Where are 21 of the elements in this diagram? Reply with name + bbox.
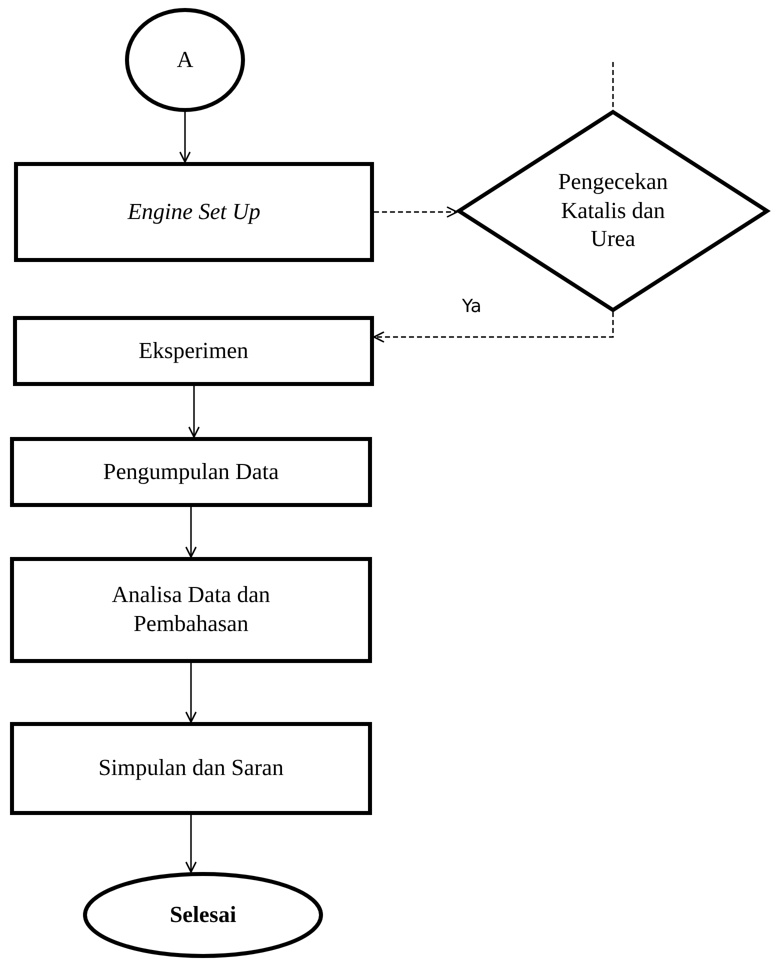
- process-box: [10, 557, 372, 663]
- process-box: [10, 437, 372, 507]
- process-box: [13, 316, 374, 386]
- node-text: Selesai: [170, 900, 236, 929]
- node-text: Pengecekan Katalis dan Urea: [557, 168, 669, 254]
- arrow: [185, 663, 197, 723]
- arrow: [373, 312, 614, 343]
- node-text: A: [176, 46, 194, 74]
- arrow: [374, 206, 458, 218]
- node-text: Simpulan dan Saran: [98, 754, 284, 782]
- node-text: Eksperimen: [138, 336, 248, 365]
- node-text: Pengumpulan Data: [103, 458, 279, 486]
- node-text: Engine Set Up: [128, 198, 260, 226]
- arrow: [185, 815, 197, 873]
- arrow: [188, 386, 200, 438]
- arrow: [185, 507, 197, 558]
- process-box: [14, 162, 374, 262]
- node-text: Analisa Data dan Pembahasan: [110, 581, 272, 638]
- arrow: [179, 112, 191, 163]
- dashed-line: [612, 62, 614, 110]
- process-box: [10, 722, 372, 815]
